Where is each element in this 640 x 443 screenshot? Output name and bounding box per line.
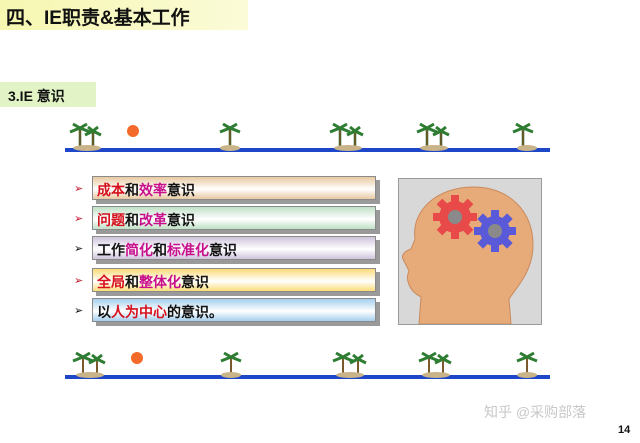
item-text-segment: 意识 [167, 212, 195, 228]
island-strip-graphic [65, 122, 550, 152]
list-item: ➢ 工作简化和标准化意识 [70, 236, 380, 262]
item-text-segment: 和 [153, 242, 167, 258]
item-text-segment: 的意识。 [167, 304, 223, 320]
watermark-text: 知乎 @采购部落 [484, 404, 587, 420]
island-strip-graphic [65, 351, 550, 379]
arrow-bullet-icon: ➢ [74, 183, 84, 195]
item-bar: 成本和效率意识 [92, 176, 376, 200]
island-strip-bottom [65, 345, 550, 385]
item-text-segment: 以 [97, 304, 111, 320]
item-text: 以人为中心的意识。 [97, 302, 223, 322]
item-text-segment: 问题 [97, 212, 125, 228]
item-bar: 以人为中心的意识。 [92, 298, 376, 322]
item-text-segment: 和 [125, 274, 139, 290]
item-text: 工作简化和标准化意识 [97, 240, 237, 260]
section-heading-bar: 3.IE 意识 [0, 82, 96, 107]
item-text-segment: 意识 [167, 182, 195, 198]
item-text-segment: 人为中心 [111, 304, 167, 320]
item-bar: 全局和整体化意识 [92, 268, 376, 292]
list-item: ➢ 成本和效率意识 [70, 176, 380, 202]
head-gears-illustration [398, 178, 542, 325]
item-text-segment: 工作 [97, 242, 125, 258]
head-gears-icon [402, 186, 534, 325]
arrow-bullet-icon: ➢ [74, 243, 84, 255]
item-text-segment: 改革 [139, 212, 167, 228]
item-bar: 工作简化和标准化意识 [92, 236, 376, 260]
item-text-segment: 全局 [97, 274, 125, 290]
list-item: ➢ 全局和整体化意识 [70, 268, 380, 294]
item-text: 全局和整体化意识 [97, 272, 209, 292]
item-text-segment: 效率 [139, 182, 167, 198]
item-text-segment: 成本 [97, 182, 125, 198]
item-bar: 问题和改革意识 [92, 206, 376, 230]
arrow-bullet-icon: ➢ [74, 275, 84, 287]
item-text-segment: 和 [125, 212, 139, 228]
arrow-bullet-icon: ➢ [74, 213, 84, 225]
arrow-bullet-icon: ➢ [74, 305, 84, 317]
section-heading: 3.IE 意识 [8, 88, 65, 104]
list-item: ➢ 问题和改革意识 [70, 206, 380, 232]
slide-title: 四、IE职责&基本工作 [6, 8, 190, 29]
item-text: 问题和改革意识 [97, 210, 195, 230]
island-strip-top [65, 118, 550, 158]
item-text-segment: 整体化 [139, 274, 181, 290]
item-text: 成本和效率意识 [97, 180, 195, 200]
list-item: ➢ 以人为中心的意识。 [70, 298, 380, 324]
item-text-segment: 意识 [209, 242, 237, 258]
item-text-segment: 和 [125, 182, 139, 198]
page-number: 14 [618, 424, 631, 436]
slide-title-bar: 四、IE职责&基本工作 [0, 0, 248, 30]
item-text-segment: 标准化 [167, 242, 209, 258]
item-text-segment: 意识 [181, 274, 209, 290]
item-text-segment: 简化 [125, 242, 153, 258]
